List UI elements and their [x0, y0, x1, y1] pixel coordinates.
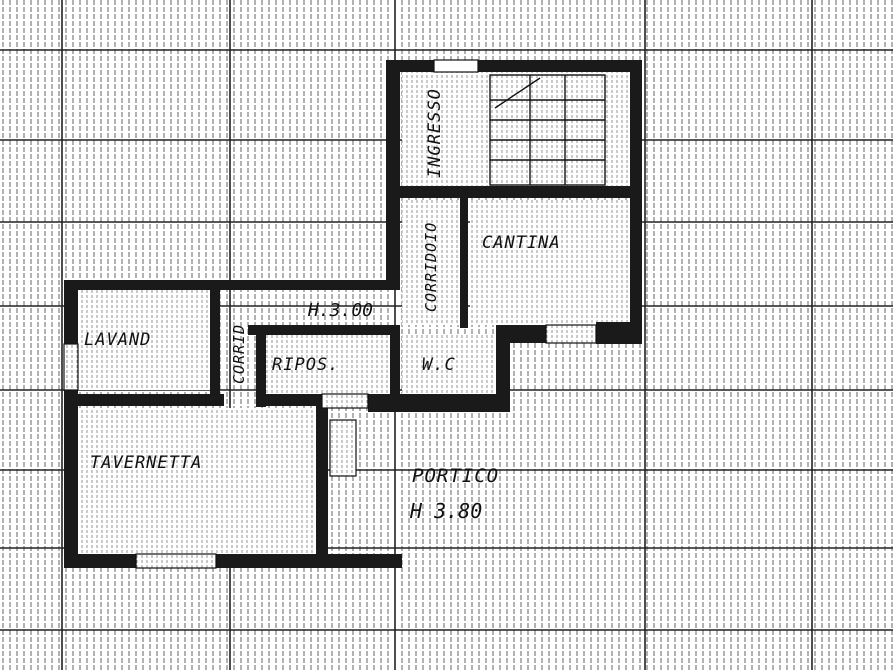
label-ingresso: INGRESSO: [425, 88, 445, 178]
room-fills: [78, 70, 635, 556]
room-labels: INGRESSO CORRIDOIO CANTINA LAVAND CORRID…: [84, 88, 561, 523]
staircase: [489, 74, 606, 186]
walls: [64, 60, 642, 568]
label-ripos: RIPOS.: [272, 355, 339, 375]
label-tavernetta: TAVERNETTA: [90, 453, 202, 473]
label-portico: PORTICO: [412, 465, 499, 487]
openings: [63, 59, 597, 569]
label-cantina: CANTINA: [482, 233, 561, 253]
label-corrid: CORRID: [230, 324, 248, 384]
label-wc: W.C: [422, 355, 456, 375]
label-height-main: H.3.00: [307, 300, 373, 321]
label-lavand: LAVAND: [84, 330, 151, 350]
label-height-portico: H 3.80: [409, 499, 482, 523]
label-corridoio: CORRIDOIO: [422, 222, 440, 312]
